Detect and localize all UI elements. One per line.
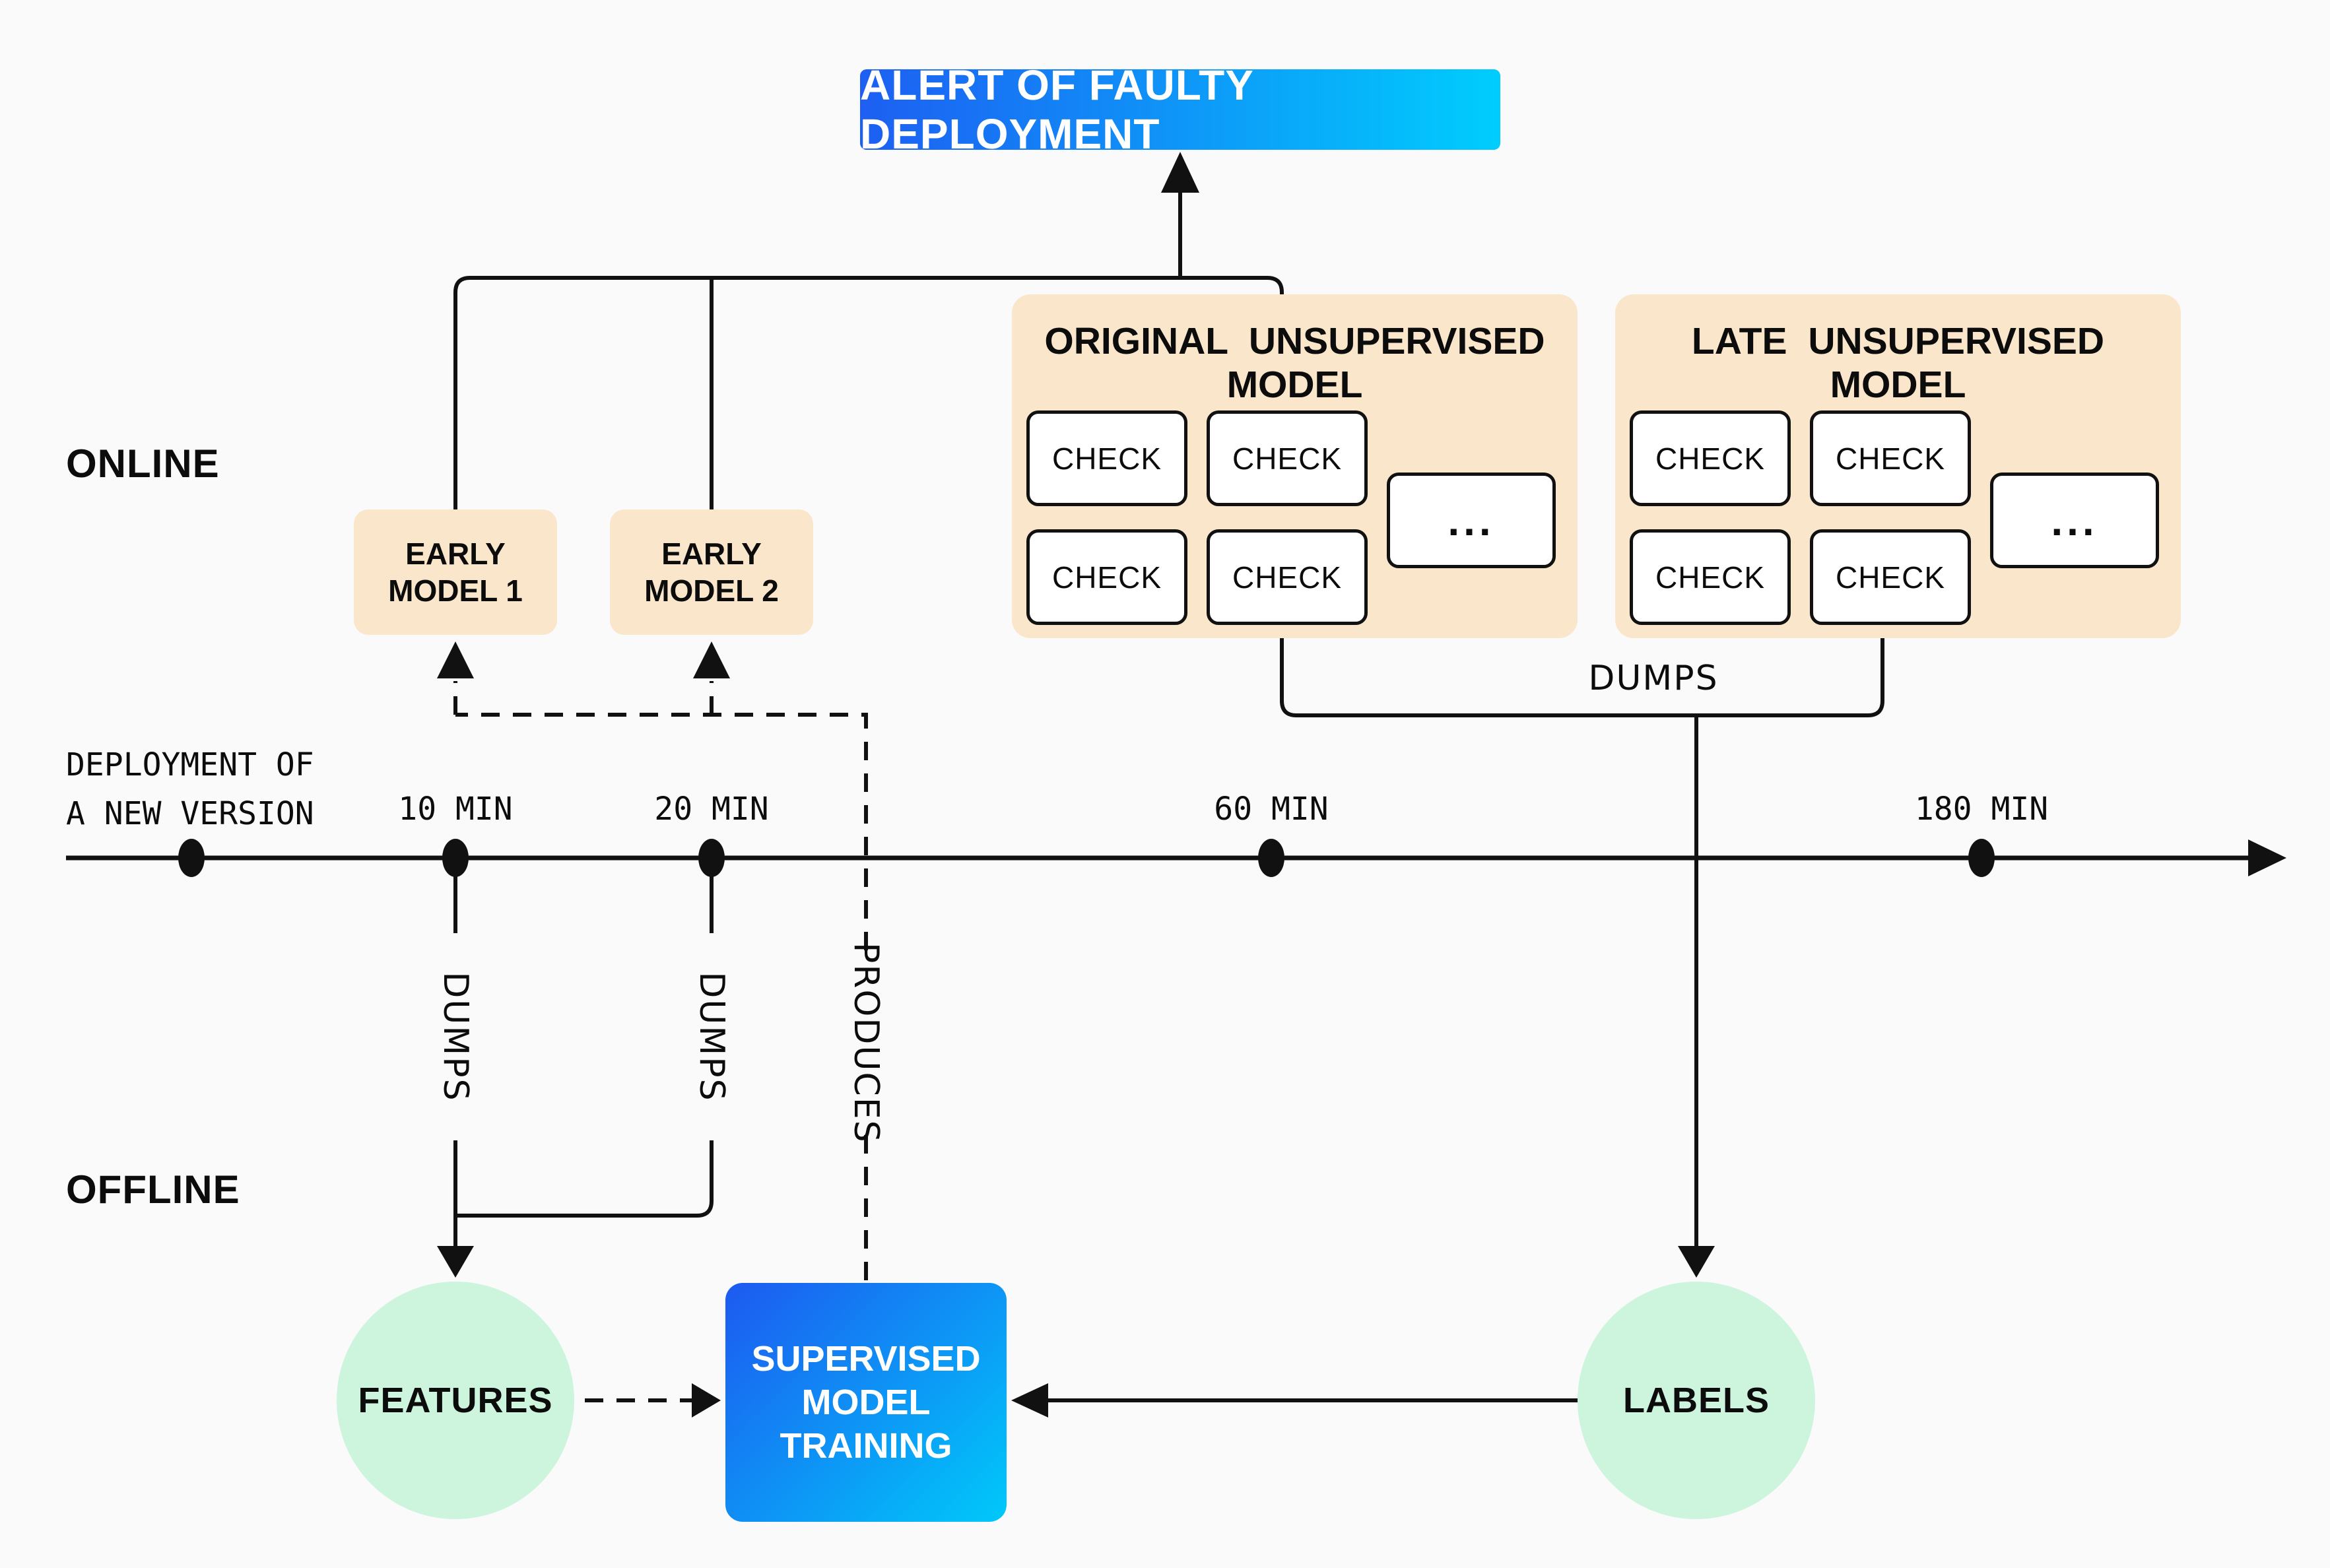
timeline-tick-10min: 10 MIN	[398, 791, 513, 828]
training-label-line2: MODEL	[801, 1383, 931, 1422]
connector-early1-to-bus	[453, 276, 1284, 521]
late-model-title-line1: LATE UNSUPERVISED	[1691, 320, 2105, 362]
dumps-early-connector	[453, 858, 714, 1247]
produces-connector	[453, 681, 868, 1280]
training-left-arrowhead	[692, 1383, 721, 1418]
dumps-models-connector	[1280, 627, 1884, 1246]
training-right-arrowhead	[1011, 1383, 1048, 1418]
more-checks-button: ...	[1990, 473, 2159, 568]
early1-arrowhead	[437, 641, 474, 678]
check-button: CHECK	[1810, 529, 1971, 625]
early-model-2-line1: EARLY	[661, 537, 762, 571]
original-unsupervised-model-box: ORIGINAL UNSUPERVISED MODEL CHECK CHECK …	[1012, 294, 1578, 638]
check-button: CHECK	[1026, 529, 1187, 625]
labels-node: LABELS	[1578, 1282, 1815, 1519]
features-arrowhead	[437, 1246, 474, 1278]
labels-label: LABELS	[1623, 1381, 1770, 1420]
early-model-1-box: EARLY MODEL 1	[354, 509, 557, 635]
dumps-edge-label-models: DUMPS	[1588, 659, 1719, 698]
check-button: CHECK	[1810, 410, 1971, 506]
dumps-edge-label-20min: DUMPS	[692, 971, 731, 1102]
early-model-1-line1: EARLY	[405, 537, 506, 571]
check-button: CHECK	[1026, 410, 1187, 506]
timeline-tick-60min: 60 MIN	[1214, 791, 1329, 828]
timeline-tick-180min: 180 MIN	[1914, 791, 2049, 828]
supervised-model-training-box: SUPERVISED MODEL TRAINING	[725, 1283, 1007, 1522]
produces-edge-label: PRODUCES	[846, 942, 886, 1144]
check-button: CHECK	[1207, 529, 1368, 625]
timeline-arrowhead	[2248, 839, 2286, 876]
more-checks-button: ...	[1387, 473, 1556, 568]
timeline-dot-60min	[1258, 839, 1284, 877]
check-button: CHECK	[1630, 410, 1791, 506]
check-button: CHECK	[1207, 410, 1368, 506]
late-unsupervised-model-box: LATE UNSUPERVISED MODEL CHECK CHECK CHEC…	[1615, 294, 2181, 638]
alert-connector	[453, 191, 1284, 521]
original-model-title: ORIGINAL UNSUPERVISED MODEL	[1012, 319, 1578, 407]
early-model-2-line2: MODEL 2	[644, 573, 779, 608]
timeline-origin-line1: DEPLOYMENT OF	[66, 746, 314, 783]
check-button: CHECK	[1630, 529, 1791, 625]
offline-section-label: OFFLINE	[66, 1167, 240, 1212]
features-label: FEATURES	[358, 1381, 553, 1420]
timeline	[66, 839, 2286, 877]
early-model-2-box: EARLY MODEL 2	[610, 509, 813, 635]
early2-arrowhead	[693, 641, 730, 678]
timeline-dot-deployment	[178, 839, 205, 877]
alert-banner: ALERT OF FAULTY DEPLOYMENT	[860, 61, 1500, 158]
early-model-1-line2: MODEL 1	[388, 573, 523, 608]
timeline-tick-20min: 20 MIN	[654, 791, 769, 828]
training-label-line3: TRAINING	[780, 1426, 952, 1466]
late-model-title: LATE UNSUPERVISED MODEL	[1615, 319, 2181, 407]
original-model-title-line2: MODEL	[1226, 364, 1363, 406]
online-section-label: ONLINE	[66, 441, 220, 486]
training-label-line1: SUPERVISED	[751, 1339, 981, 1379]
alert-arrowhead	[1161, 152, 1199, 193]
labels-arrowhead	[1678, 1246, 1715, 1278]
features-node: FEATURES	[337, 1282, 574, 1519]
alert-banner-label: ALERT OF FAULTY DEPLOYMENT	[860, 61, 1253, 158]
timeline-origin-line2: A NEW VERSION	[66, 795, 314, 832]
original-model-title-line1: ORIGINAL UNSUPERVISED	[1044, 320, 1545, 362]
timeline-origin-label: DEPLOYMENT OF A NEW VERSION	[66, 740, 314, 838]
late-model-title-line2: MODEL	[1830, 364, 1966, 406]
timeline-dot-180min	[1968, 839, 1995, 877]
dumps-edge-label-10min: DUMPS	[436, 971, 475, 1102]
